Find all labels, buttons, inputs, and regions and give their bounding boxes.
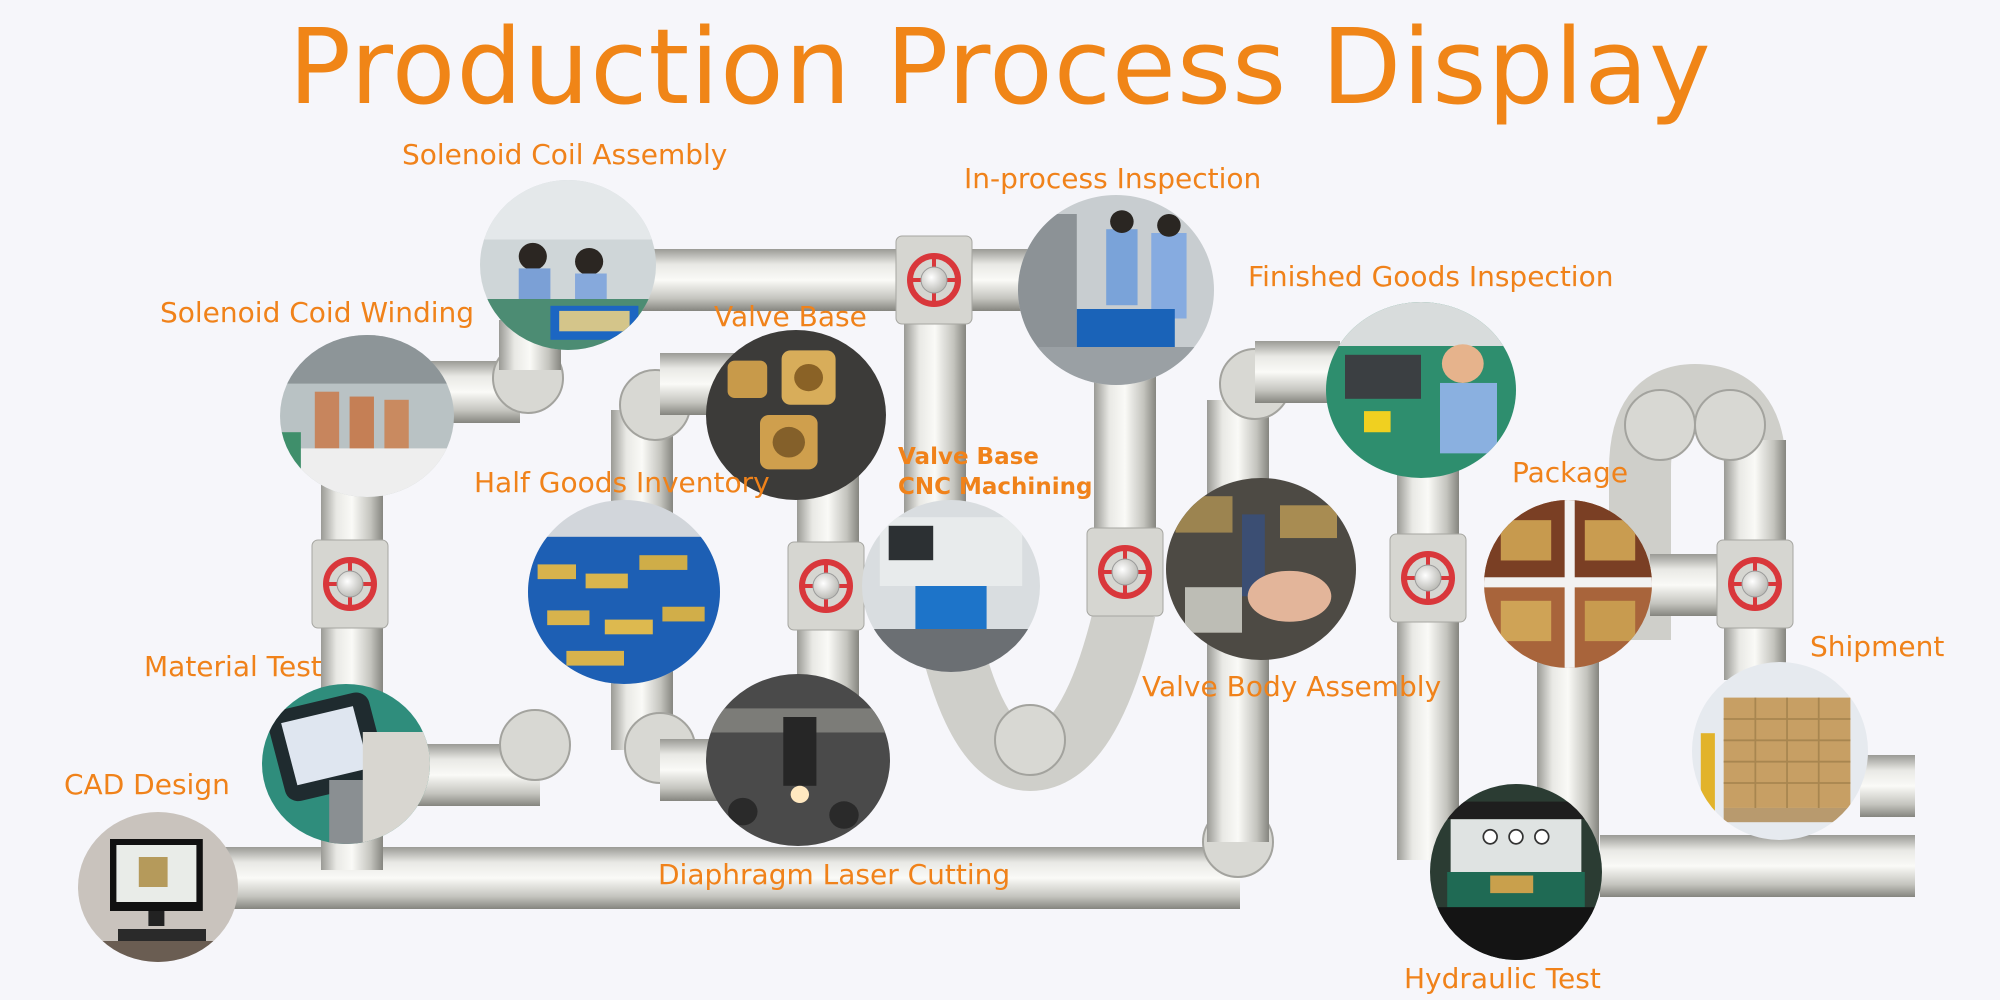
station-label-valve-base: Valve Base <box>714 300 867 333</box>
station-photo-finished-goods-inspection <box>1326 302 1516 478</box>
station-label-cad-design: CAD Design <box>64 768 230 801</box>
station-label-shipment: Shipment <box>1810 630 1945 663</box>
pipe-bottom-right <box>1600 835 1915 897</box>
station-label-valve-base-cnc-line2: CNC Machining <box>898 474 1093 500</box>
station-photo-hydraulic-test <box>1430 784 1602 960</box>
station-photo-diaphragm-laser-cutting <box>706 674 890 846</box>
station-label-solenoid-coil-winding: Solenoid Coid Winding <box>160 296 475 329</box>
valve-wheel-icon <box>895 235 973 325</box>
station-photo-solenoid-coil-assembly <box>480 180 656 350</box>
station-label-hydraulic-test: Hydraulic Test <box>1404 962 1601 995</box>
valve-wheel-icon <box>1086 527 1164 617</box>
station-label-material-test: Material Test <box>144 650 322 683</box>
station-photo-cad-design <box>78 812 238 962</box>
pipe-vertical <box>1397 470 1459 860</box>
valve-wheel-icon <box>1716 539 1794 629</box>
valve-wheel-icon <box>787 541 865 631</box>
station-photo-material-test <box>262 684 430 844</box>
valve-wheel-icon <box>311 539 389 629</box>
pipe-elbow <box>994 704 1066 776</box>
station-photo-valve-body-assembly <box>1166 478 1356 660</box>
station-photo-in-process-inspection <box>1018 195 1214 385</box>
station-label-in-process-inspection: In-process Inspection <box>964 162 1262 195</box>
station-photo-shipment <box>1692 662 1868 840</box>
station-photo-valve-base <box>706 330 886 500</box>
valve-wheel-icon <box>1389 533 1467 623</box>
station-photo-valve-base-cnc-machining <box>862 500 1040 672</box>
station-label-half-goods-inventory: Half Goods Inventory <box>474 466 770 499</box>
pipe-elbow <box>1624 389 1696 461</box>
station-label-package: Package <box>1512 456 1629 489</box>
station-label-valve-body-assembly: Valve Body Assembly <box>1142 670 1442 703</box>
pipe-segment <box>1860 755 1915 817</box>
station-photo-solenoid-coil-winding <box>280 335 454 497</box>
page-title: Production Process Display <box>288 6 1712 128</box>
station-label-diaphragm-laser-cutting: Diaphragm Laser Cutting <box>658 858 1011 891</box>
station-label-solenoid-coil-assembly: Solenoid Coil Assembly <box>402 138 728 171</box>
station-photo-half-goods-inventory <box>528 500 720 684</box>
pipe-segment <box>1255 341 1340 403</box>
station-label-valve-base-cnc-line1: Valve Base <box>898 444 1039 470</box>
pipe-elbow <box>1694 389 1766 461</box>
pipe-elbow <box>499 709 571 781</box>
station-photo-package <box>1484 500 1652 668</box>
station-label-finished-goods-inspection: Finished Goods Inspection <box>1248 260 1614 293</box>
